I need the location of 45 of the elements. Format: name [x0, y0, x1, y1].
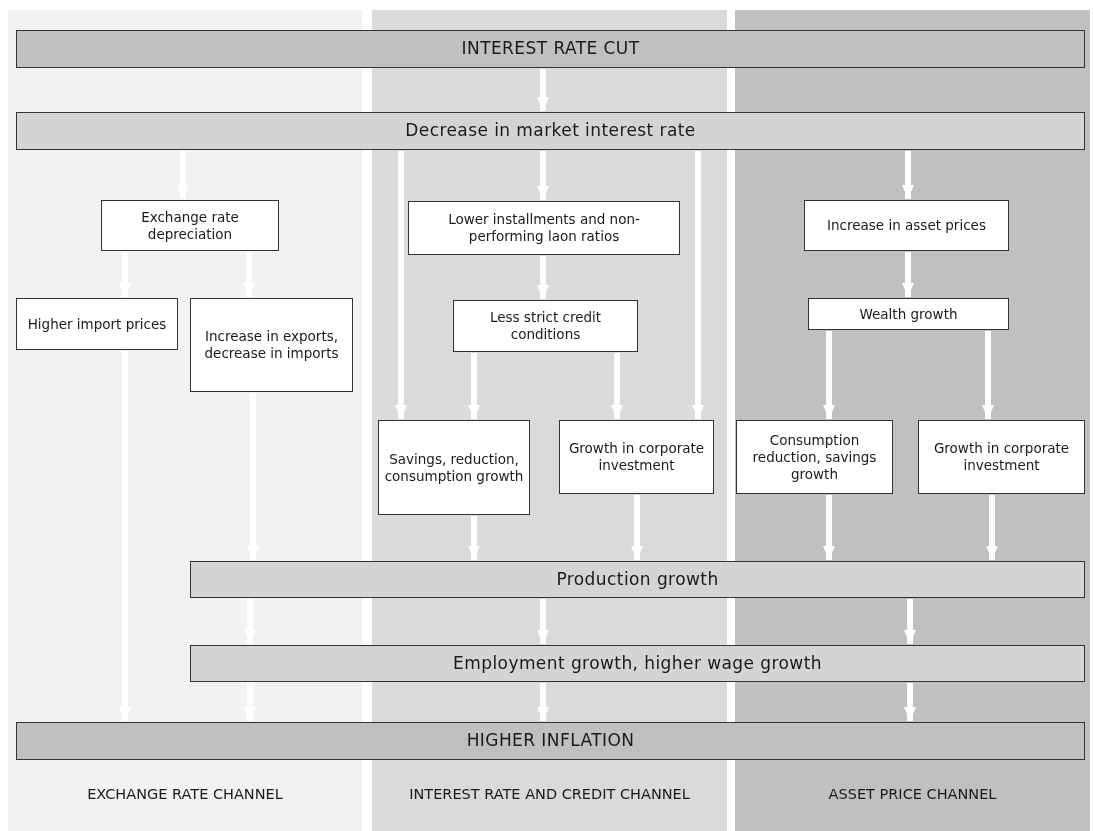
arrow	[537, 683, 549, 721]
arrow	[537, 599, 549, 644]
process-box: Consumption reduction, savings growth	[736, 420, 893, 494]
stage-bar: INTEREST RATE CUT	[16, 30, 1085, 68]
arrow	[177, 151, 189, 199]
arrow	[537, 256, 549, 299]
arrow	[631, 495, 643, 560]
arrow	[904, 599, 916, 644]
arrow	[468, 516, 480, 560]
arrow	[119, 252, 131, 297]
arrow	[247, 393, 259, 560]
stage-bar: Production growth	[190, 561, 1085, 598]
channel-label: INTEREST RATE AND CREDIT CHANNEL	[408, 785, 691, 803]
stage-bar: Decrease in market interest rate	[16, 112, 1085, 150]
arrow	[244, 599, 256, 644]
arrow	[986, 495, 998, 560]
arrow	[244, 683, 256, 721]
arrow	[395, 151, 407, 419]
arrow	[692, 151, 704, 419]
arrow	[823, 331, 835, 419]
arrow	[904, 683, 916, 721]
process-box: Savings, reduction, consumption growth	[378, 420, 530, 515]
arrow	[537, 69, 549, 111]
stage-bar: HIGHER INFLATION	[16, 722, 1085, 760]
arrow	[902, 151, 914, 199]
process-box: Growth in corporate investment	[559, 420, 714, 494]
arrow	[823, 495, 835, 560]
channel-label: EXCHANGE RATE CHANNEL	[86, 785, 284, 803]
arrow	[902, 252, 914, 297]
channel-label: ASSET PRICE CHANNEL	[827, 785, 998, 803]
arrow	[119, 351, 131, 721]
process-box: Increase in exports, decrease in imports	[190, 298, 353, 392]
process-box: Wealth growth	[808, 298, 1009, 330]
arrow	[611, 353, 623, 419]
process-box: Less strict credit conditions	[453, 300, 638, 352]
process-box: Higher import prices	[16, 298, 178, 350]
arrow	[537, 151, 549, 200]
arrow	[243, 252, 255, 297]
stage-bar: Employment growth, higher wage growth	[190, 645, 1085, 682]
arrow	[982, 331, 994, 419]
process-box: Exchange rate depreciation	[101, 200, 279, 251]
process-box: Lower installments and non-performing laon ratios	[408, 201, 680, 255]
arrow	[468, 353, 480, 419]
process-box: Growth in corporate investment	[918, 420, 1085, 494]
process-box: Increase in asset prices	[804, 200, 1009, 251]
